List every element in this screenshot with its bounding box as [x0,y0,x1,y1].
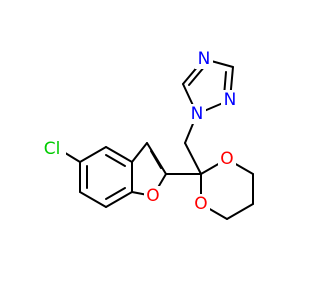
chlorine-label: Cl [44,139,61,159]
bond [79,146,107,163]
dioxane-oxygen-top-atom: O [218,149,236,169]
dioxane-oxygen-bottom-label: O [194,194,207,214]
bond [150,150,162,169]
chemical-structure-diagram: Cl O O O N N N [38,49,254,220]
chlorine-atom: Cl [38,139,66,159]
bond [105,191,133,208]
bond [105,146,133,163]
dioxane-oxygen-bottom-atom: O [192,194,210,214]
triazole-n1-atom: N [188,104,206,124]
dioxane-oxygen-top-label: O [220,149,233,169]
furan-oxygen-atom: O [144,186,162,206]
atom-label-layer: Cl O O O N N N [38,49,239,214]
triazole-n2-atom: N [221,90,239,110]
bond [188,65,206,86]
bond [226,203,254,220]
bond [79,191,107,208]
bond [131,142,148,163]
furan-oxygen-label: O [146,186,159,206]
bond [184,142,202,175]
triazole-n4-label: N [198,49,211,69]
triazole-n2-label: N [224,90,237,110]
triazole-n4-atom: N [195,49,213,69]
bond [105,154,126,167]
triazole-n1-label: N [191,104,204,124]
bond [105,187,126,200]
